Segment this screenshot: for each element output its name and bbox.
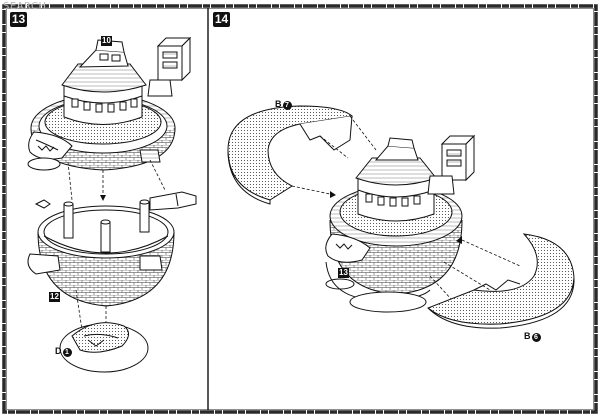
callout-part-b7-letter: B bbox=[275, 99, 282, 109]
page-frame bbox=[2, 4, 598, 414]
step-13-badge: 13 bbox=[10, 12, 27, 27]
callout-part-12: 12 bbox=[49, 292, 60, 302]
watermark-text: SEARCH bbox=[3, 1, 47, 12]
callout-part-d1-letter: D bbox=[55, 346, 62, 356]
bowl-base-part bbox=[27, 191, 197, 307]
callout-part-b7-number: 7 bbox=[282, 101, 292, 110]
callout-part-b6-number: 6 bbox=[531, 333, 541, 342]
callout-part-d1-number: 1 bbox=[62, 348, 72, 357]
left-crescent-platform bbox=[227, 105, 354, 205]
callout-part-10: 10 bbox=[101, 36, 112, 46]
callout-part-b6-letter: B bbox=[524, 331, 531, 341]
step-14-badge: 14 bbox=[213, 12, 230, 27]
turtle-house-assembly bbox=[27, 36, 192, 171]
right-crescent-platform bbox=[427, 233, 575, 329]
turtle-house-center-assembly bbox=[325, 134, 476, 313]
oval-stand-part bbox=[59, 322, 149, 373]
callout-part-13: 13 bbox=[338, 268, 349, 278]
